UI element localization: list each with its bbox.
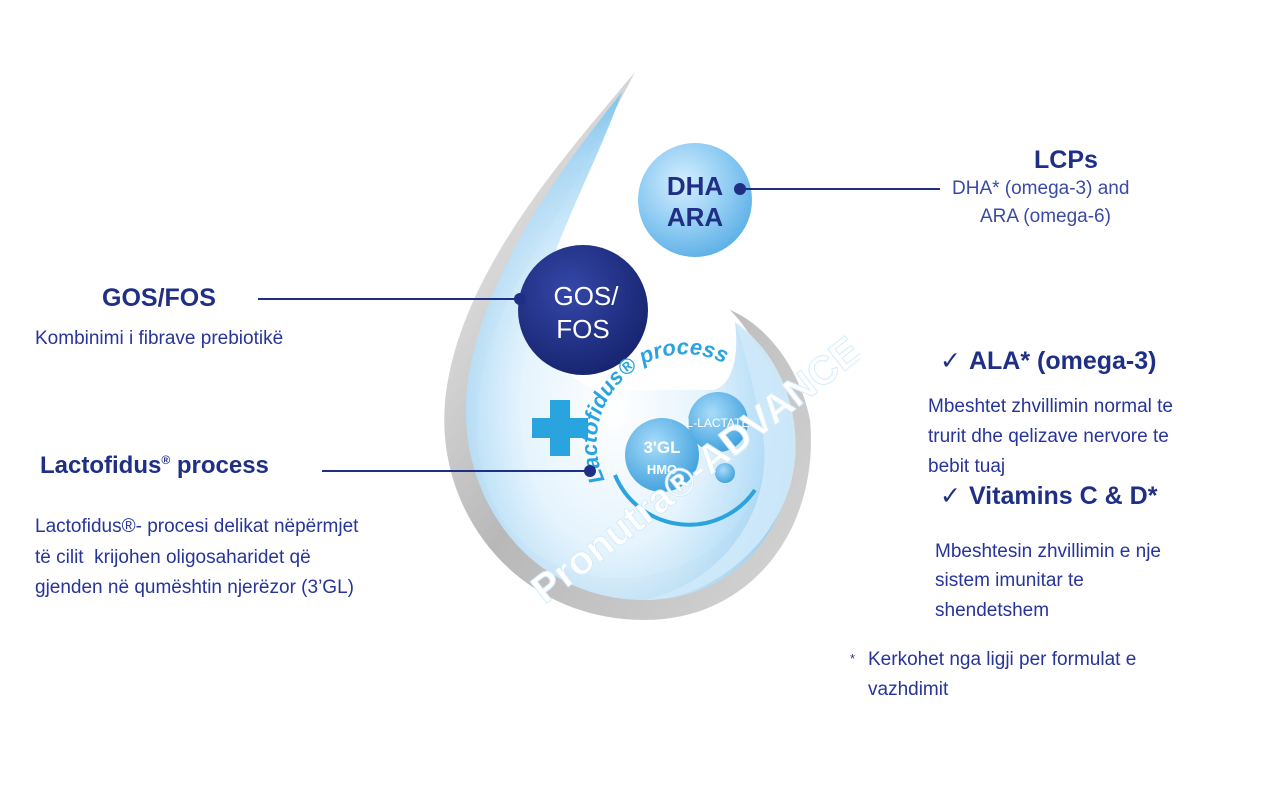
lactofidus-desc-line2: të cilit krijohen oligosaharidet që	[35, 547, 311, 568]
gos-fos-dot	[514, 293, 526, 305]
l-lactate-label: L-LACTATE	[687, 416, 750, 430]
lcps-desc-line2: ARA (omega-6)	[980, 206, 1111, 227]
lactofidus-dot	[584, 465, 596, 477]
footnote-line2: vazhdimit	[868, 679, 949, 700]
vitamins-desc-line3: shendetshem	[935, 600, 1050, 621]
registered-mark: ®	[161, 453, 171, 467]
l-lactate-ball	[688, 392, 748, 452]
ala-desc-line1: Mbeshtet zhvillimin normal te	[928, 396, 1173, 417]
vitamins-heading: ✓Vitamins C & D*	[940, 481, 1157, 511]
vitamins-desc-line1: Mbeshtesin zhvillimin e nje	[935, 541, 1161, 562]
vitamins-title: Vitamins C & D*	[968, 482, 1158, 510]
lactofidus-desc-line3: gjenden në qumështin njerëzor (3’GL)	[35, 577, 354, 598]
3gl-label: 3'GL	[643, 438, 680, 457]
gos-ball-label: GOS/	[553, 281, 619, 311]
gos-fos-title: GOS/FOS	[102, 284, 216, 312]
ala-title: ALA* (omega-3)	[968, 347, 1157, 375]
dha-ara-ball	[638, 143, 752, 257]
drop-body	[465, 92, 793, 600]
lactofidus-connector	[322, 470, 587, 472]
lcps-connector	[740, 188, 940, 190]
gos-fos-desc: Kombinimi i fibrave prebiotikë	[35, 328, 284, 349]
lactofidus-desc-line1: Lactofidus®- procesi delikat nëpërmjet	[35, 516, 359, 537]
ara-label: ARA	[667, 202, 724, 232]
ala-heading: ✓ALA* (omega-3)	[940, 346, 1156, 376]
lactofidus-title: Lactofidus® process	[40, 452, 269, 480]
vitamins-desc-line2: sistem imunitar te	[935, 570, 1084, 591]
lactofidus-title-main: Lactofidus	[40, 452, 162, 479]
footnote-mark: *	[850, 651, 856, 666]
drop-rim	[444, 72, 811, 620]
small-molecule-ball	[715, 463, 735, 483]
ala-desc-line2: trurit dhe qelizave nervore te	[928, 426, 1169, 447]
3gl-hmo-ball	[625, 418, 699, 492]
ala-desc-line3: bebit tuaj	[928, 456, 1006, 477]
plus-icon	[532, 400, 588, 456]
lcps-desc-line1: DHA* (omega-3) and	[952, 178, 1130, 199]
gos-fos-connector	[258, 298, 518, 300]
fos-ball-label: FOS	[556, 314, 609, 344]
lactofidus-title-suffix: process	[170, 452, 269, 479]
check-icon: ✓	[940, 347, 961, 375]
check-icon: ✓	[940, 482, 961, 510]
lcps-title: LCPs	[1034, 146, 1098, 174]
footnote-line1: Kerkohet nga ligji per formulat e	[868, 649, 1137, 670]
drop-graphic: DHA ARA GOS/ FOS Lactofidus® process L-L…	[444, 72, 860, 620]
dha-label: DHA	[667, 171, 724, 201]
hmo-label: HMO	[647, 462, 677, 477]
gos-fos-ball	[518, 245, 648, 375]
